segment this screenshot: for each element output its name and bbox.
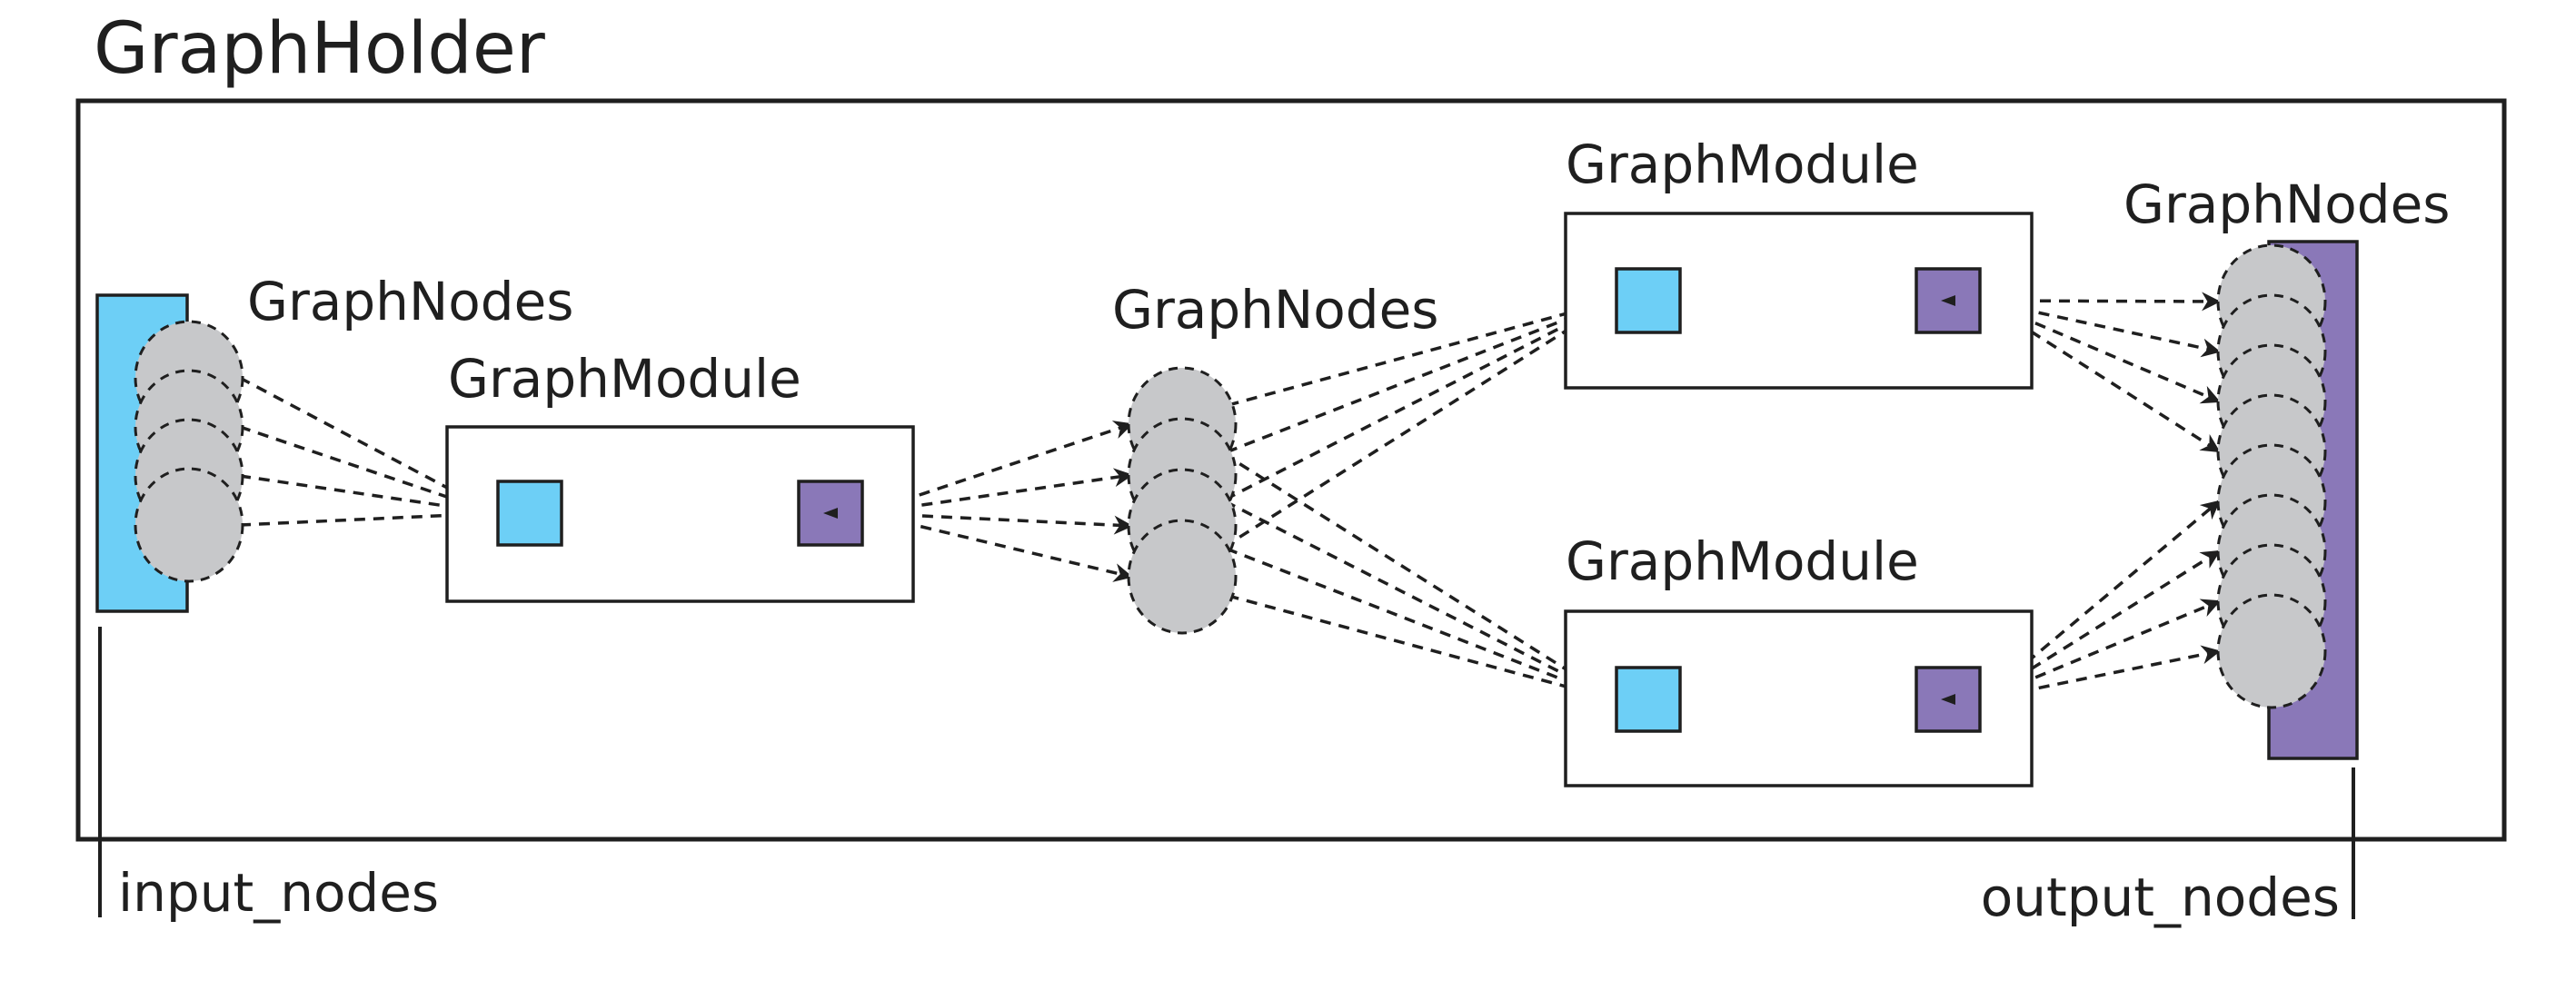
graph-module-label-3: GraphModule (1566, 530, 1919, 592)
graph-nodes-label-middle: GraphNodes (1112, 279, 1439, 341)
output-nodes-label: output_nodes (1981, 866, 2340, 928)
output-port-arrowhead (823, 508, 838, 519)
graph-module-1-input-port (496, 480, 563, 547)
edge-arrow (1190, 584, 1616, 705)
output-port-arrowhead (1941, 295, 1955, 306)
graph-holder-frame (75, 98, 2507, 842)
edge-arrow (1190, 299, 1616, 569)
input-node-group (134, 320, 244, 583)
edge-arrow (1190, 299, 1616, 519)
graph-nodes-label-output: GraphNodes (2123, 173, 2451, 235)
edge-arrow (1190, 482, 1616, 701)
graph-nodes-label-input: GraphNodes (247, 271, 574, 332)
middle-node-group (1127, 366, 1238, 635)
graph-holder-title: GraphHolder (94, 8, 546, 90)
graph-module-2-input-port (1615, 267, 1682, 334)
edge-arrow (1190, 431, 1616, 701)
graph-module-label-2: GraphModule (1566, 134, 1919, 195)
edge-arrow (239, 425, 497, 517)
middle-graph-node (1127, 519, 1238, 635)
output-graph-node (2216, 593, 2327, 709)
output-node-group (2216, 243, 2327, 709)
graph-module-label-1: GraphModule (448, 348, 801, 410)
input-graph-node (134, 467, 244, 583)
edge-arrow (239, 376, 497, 515)
edge-arrow (1190, 295, 1616, 417)
output-port-arrowhead (1941, 694, 1955, 705)
edge-arrow (1190, 533, 1616, 702)
graph-module-3-input-port (1615, 666, 1682, 733)
edge-arrow (1981, 500, 2221, 701)
input-nodes-label: input_nodes (118, 862, 439, 924)
